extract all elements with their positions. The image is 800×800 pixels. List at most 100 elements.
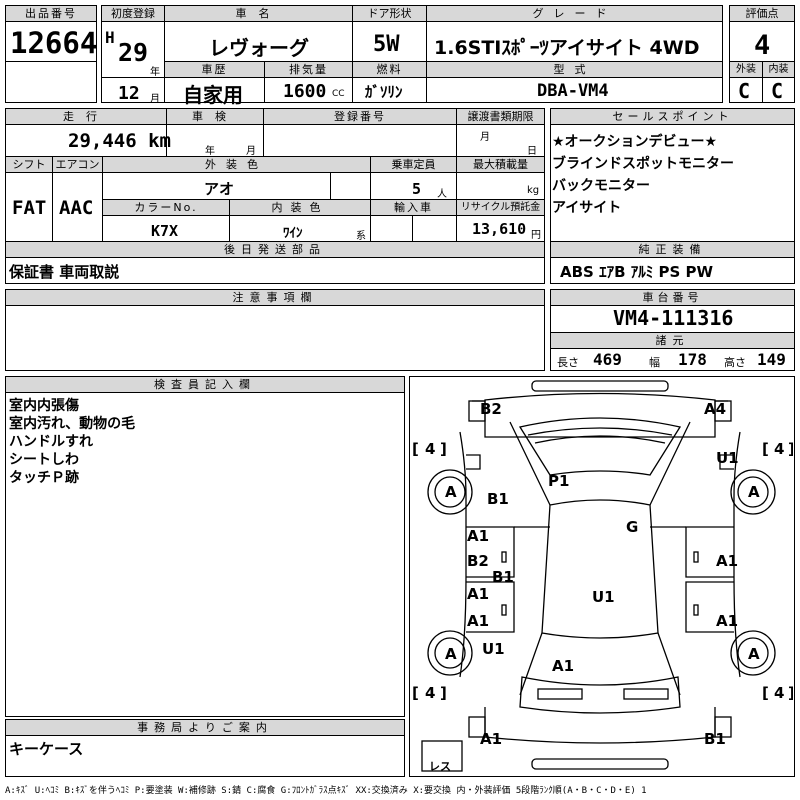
registration-month: 12: [118, 83, 140, 104]
height: 149: [757, 350, 786, 369]
tire-rear-left-value: 4: [425, 684, 436, 702]
history-label: 車歴: [165, 62, 264, 78]
ext-color: アオ: [204, 180, 235, 198]
mark-front-right-fender: U1: [716, 449, 739, 467]
displacement-label: 排気量: [265, 62, 352, 78]
car-diagram-box: [ ] [ ] [ ] [ ] 4 4 4 4 レス B2 A4 U1 A B1…: [409, 376, 795, 777]
lot-number-label: 出品番号: [6, 6, 96, 22]
score: 4: [754, 30, 771, 61]
chassis-label: 車台番号: [551, 290, 794, 306]
displacement-box: 排気量 1600 CC: [264, 61, 353, 103]
score-label: 評価点: [730, 6, 794, 22]
displacement-unit: CC: [332, 89, 345, 99]
equipment-label: 純正装備: [551, 242, 794, 258]
interior-grade: C: [771, 79, 784, 103]
tire-front-right-value: 4: [774, 440, 785, 458]
mark-rear-left-wheel: A: [445, 645, 457, 663]
car-name-label: 車名: [165, 6, 352, 22]
shift: FAT: [12, 197, 47, 219]
mark-left-b-pillar: B1: [492, 568, 514, 586]
sales-points-box: セールスポイント ★オークションデビュー★ ブラインドスポットモニター バックモ…: [550, 108, 795, 242]
later-parts-label: 後日発送部品: [6, 242, 544, 258]
mark-rear-left-bumper: A1: [480, 730, 503, 748]
int-color-label: 内装色: [230, 200, 370, 216]
model-box: 型式 DBA-VM4: [426, 61, 723, 103]
office-text: キーケース: [9, 740, 84, 758]
office-label: 事務局よりご案内: [6, 720, 404, 736]
car-name-box: 車名 レヴォーグ: [164, 5, 353, 62]
mark-windshield: P1: [548, 472, 570, 490]
office-box: 事務局よりご案内 キーケース: [5, 719, 405, 777]
exterior-grade-label: 外装: [730, 62, 762, 78]
fuel-label: 燃料: [353, 62, 426, 78]
details-grid: [5, 108, 545, 242]
inspector-label: 検査員記入欄: [6, 377, 404, 393]
load-label: 最大積載量: [457, 157, 544, 173]
lot-number-box: 出品番号 12664: [5, 5, 97, 62]
equipment: ABS ｴｱB ｱﾙﾐ PS PW: [560, 263, 714, 281]
transfer-day-unit: 日: [527, 146, 537, 157]
mileage: 29,446 km: [68, 130, 171, 152]
mark-front-left-bumper: B2: [480, 400, 502, 418]
model-label: 型式: [427, 62, 722, 78]
mark-rear-right-wheel: A: [748, 645, 760, 663]
length: 469: [593, 350, 622, 369]
history: 自家用: [183, 83, 243, 107]
transfer-label: 譲渡書類期限: [457, 109, 544, 125]
displacement: 1600: [283, 81, 327, 102]
inspector-line-4: シートしわ: [9, 452, 79, 468]
capacity-unit: 人: [437, 189, 447, 200]
inspection-month-unit: 月: [246, 146, 256, 157]
svg-text:]: ]: [788, 440, 793, 458]
door-label: ドア形状: [353, 6, 426, 22]
inspector-line-5: タッチＰ跡: [9, 470, 79, 486]
legend: A:ｷｽﾞ U:ﾍｺﾐ B:ｷｽﾞを伴うﾍｺﾐ P:要塗装 W:補修跡 S:錆 …: [5, 786, 647, 796]
equipment-box: 純正装備 ABS ｴｱB ｱﾙﾐ PS PW: [550, 241, 795, 284]
grade-label: グレード: [427, 6, 722, 22]
era-letter: H: [105, 28, 115, 47]
sales-point-1: ★オークションデビュー★: [552, 134, 718, 150]
mark-front-left-door-1: A1: [467, 527, 490, 545]
mark-front-right-wheel: A: [748, 483, 760, 501]
later-parts: 保証書 車両取説: [9, 263, 120, 281]
score-box: 評価点 4: [729, 5, 795, 62]
recycle-unit: 円: [531, 230, 541, 241]
inspection-year-unit: 年: [205, 146, 215, 157]
svg-text:[: [: [762, 684, 769, 702]
capacity: 5: [412, 180, 422, 198]
mark-rear-left-door-2: A1: [467, 612, 490, 630]
chassis-number: VM4-111316: [613, 306, 734, 330]
recycle-label: リサイクル預託金: [457, 200, 544, 216]
later-parts-box: 後日発送部品 保証書 車両取説: [5, 241, 545, 284]
month-unit: 月: [150, 94, 160, 105]
ext-color-label: 外装色: [103, 157, 370, 173]
notes-box: 注意事項欄: [5, 289, 545, 371]
sales-points-label: セールスポイント: [551, 109, 794, 125]
fuel: ｶﾞｿﾘﾝ: [365, 83, 403, 101]
shift-label: シフト: [6, 157, 52, 173]
sales-point-2: ブラインドスポットモニター: [552, 156, 734, 172]
inspector-line-3: ハンドルすれ: [9, 434, 93, 450]
mark-rear-right-bumper: B1: [704, 730, 726, 748]
tire-rear-right-value: 4: [774, 684, 785, 702]
notes-label: 注意事項欄: [6, 290, 544, 306]
mark-rear-left-quarter: U1: [482, 640, 505, 658]
registration-year: 29: [118, 38, 149, 67]
year-unit: 年: [150, 67, 160, 78]
mark-front-right-bumper: A4: [704, 400, 727, 418]
exterior-grade: C: [738, 79, 751, 103]
import-label: 輸入車: [371, 200, 456, 216]
car-name: レヴォーグ: [209, 36, 309, 60]
fuel-box: 燃料 ｶﾞｿﾘﾝ: [352, 61, 427, 103]
exterior-grade-box: 外装 C: [729, 61, 763, 103]
transfer-month-unit: 月: [480, 132, 490, 143]
width: 178: [678, 350, 707, 369]
ac-label: エアコン: [53, 157, 102, 173]
inspector-box: 検査員記入欄 室内内張傷 室内汚れ、動物の毛 ハンドルすれ シートしわ タッチＰ…: [5, 376, 405, 717]
sales-point-3: バックモニター: [552, 178, 650, 194]
mark-left-a-pillar: B1: [487, 490, 509, 508]
grade-box: グレード 1.6STIｽﾎﾟｰﾂアイサイト 4WD: [426, 5, 723, 62]
mark-rear-window: A1: [552, 657, 575, 675]
mileage-label: 走行: [6, 109, 166, 125]
reg-no-label: 登録番号: [264, 109, 456, 125]
